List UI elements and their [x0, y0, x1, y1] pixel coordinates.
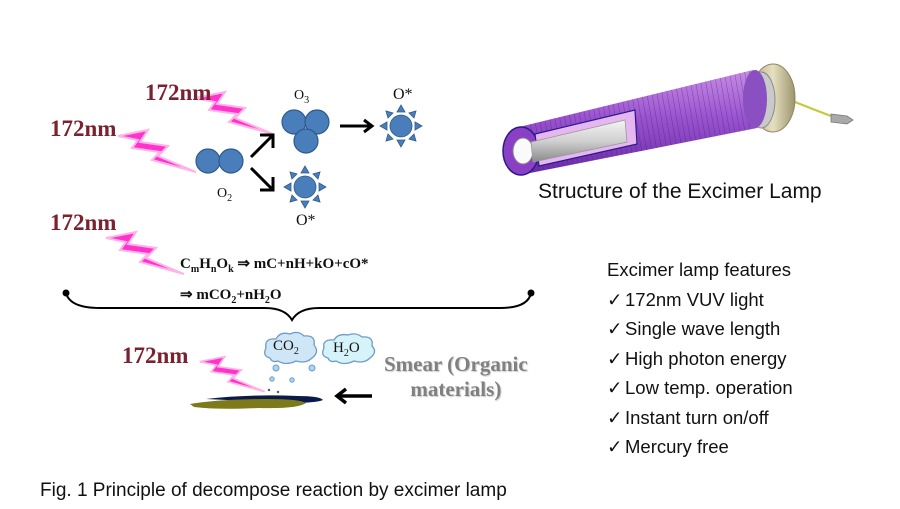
check-icon: ✓: [607, 318, 623, 339]
smear-icon: [190, 395, 323, 409]
smear-label: Smear (Organic materials): [384, 352, 528, 402]
lightning-bolt-2: [117, 128, 197, 173]
o-star-top-icon: [379, 104, 423, 148]
smear-label-line-2: materials): [410, 377, 502, 401]
co2-cloud-label: CO2: [273, 338, 299, 357]
o-star-bottom-label: O*: [296, 212, 316, 229]
lightning-bolt-3: [105, 230, 185, 275]
equation-line-2: ⇒ mCO2+nH2O: [180, 287, 282, 306]
o3-molecule-icon: [281, 109, 330, 154]
h2o-cloud-icon: [322, 333, 376, 365]
check-icon: ✓: [607, 436, 623, 457]
features-list: Excimer lamp features ✓172nm VUV light ✓…: [607, 255, 793, 462]
o3-label: O3: [294, 88, 310, 106]
smear-label-line-1: Smear (Organic: [384, 352, 528, 376]
feature-text: Instant turn on/off: [625, 406, 769, 428]
lamp-title: Structure of the Excimer Lamp: [538, 180, 822, 203]
curly-brace-icon: [62, 289, 535, 322]
features-heading: Excimer lamp features: [607, 259, 792, 280]
wavelength-label-4: 172nm: [122, 343, 189, 368]
feature-item: ✓High photon energy: [607, 344, 793, 374]
bubbles-icon: [267, 364, 316, 394]
wavelength-label-3: 172nm: [50, 210, 117, 235]
co2-cloud-icon: [264, 331, 318, 365]
arrow-left-icon: [334, 387, 372, 405]
equation-line-1: CmHnOk ⇒ mC+nH+kO+cO*: [180, 256, 369, 275]
feature-item: ✓Low temp. operation: [607, 373, 793, 403]
check-icon: ✓: [607, 377, 623, 398]
o2-label: O2: [217, 186, 233, 204]
feature-text: Mercury free: [625, 436, 729, 457]
h2o-cloud-label: H2O: [333, 340, 360, 359]
o-star-bottom-icon: [283, 165, 327, 209]
feature-text: High photon energy: [625, 347, 787, 369]
o-star-top-label: O*: [393, 86, 413, 103]
arrow-to-o3-icon: [249, 133, 275, 159]
check-icon: ✓: [607, 347, 623, 369]
o2-molecule-icon: [195, 148, 244, 174]
arrow-right-icon: [340, 118, 375, 134]
feature-text: 172nm VUV light: [625, 288, 764, 310]
feature-item: ✓Single wave length: [607, 314, 793, 344]
check-icon: ✓: [607, 406, 623, 428]
feature-item: ✓Instant turn on/off: [607, 403, 793, 433]
excimer-lamp-illustration: [502, 63, 854, 176]
feature-item: ✓172nm VUV light: [607, 285, 793, 315]
feature-text: Low temp. operation: [625, 377, 793, 398]
figure-caption: Fig. 1 Principle of decompose reaction b…: [40, 480, 507, 501]
wavelength-label-2: 172nm: [50, 116, 117, 141]
feature-text: Single wave length: [625, 318, 781, 339]
feature-item: ✓Mercury free: [607, 432, 793, 462]
lightning-bolt-4: [199, 355, 265, 393]
wavelength-label-1: 172nm: [145, 80, 212, 105]
arrow-to-o-star-icon: [249, 166, 275, 192]
check-icon: ✓: [607, 288, 623, 310]
